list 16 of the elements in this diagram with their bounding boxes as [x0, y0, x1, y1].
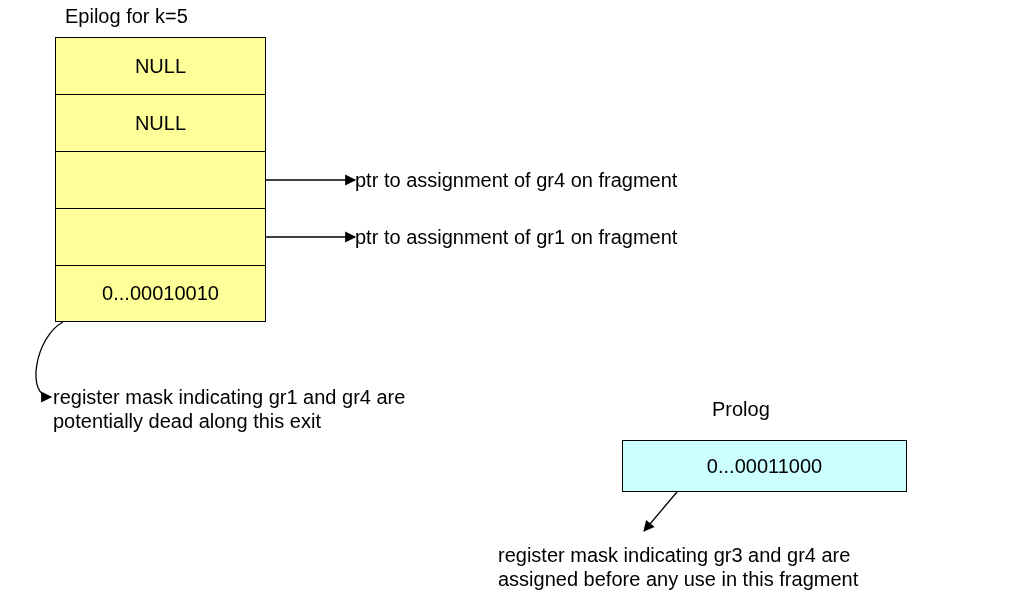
memory-slot: NULL [55, 94, 266, 152]
arrow [643, 491, 678, 532]
annotation-text: register mask indicating gr3 and gr4 are assigned before any use in this fragment [498, 531, 998, 601]
annotation-text: ptr to assignment of gr4 on fragment [355, 168, 815, 192]
memory-slot: NULL [55, 37, 266, 95]
memory-slot [55, 151, 266, 209]
arrow [35, 321, 64, 401]
register-value-box: 0...00011000 [622, 440, 907, 492]
memory-slot: 0...00010010 [55, 265, 266, 322]
box-heading: Prolog [712, 398, 770, 421]
annotation-text: register mask indicating gr1 and gr4 are potentially dead along this exit [53, 385, 468, 433]
memory-slot [55, 208, 266, 266]
arrow [265, 174, 357, 186]
annotation-text: ptr to assignment of gr1 on fragment [355, 225, 815, 249]
table-heading: Epilog for k=5 [65, 5, 188, 28]
arrow [265, 231, 357, 243]
